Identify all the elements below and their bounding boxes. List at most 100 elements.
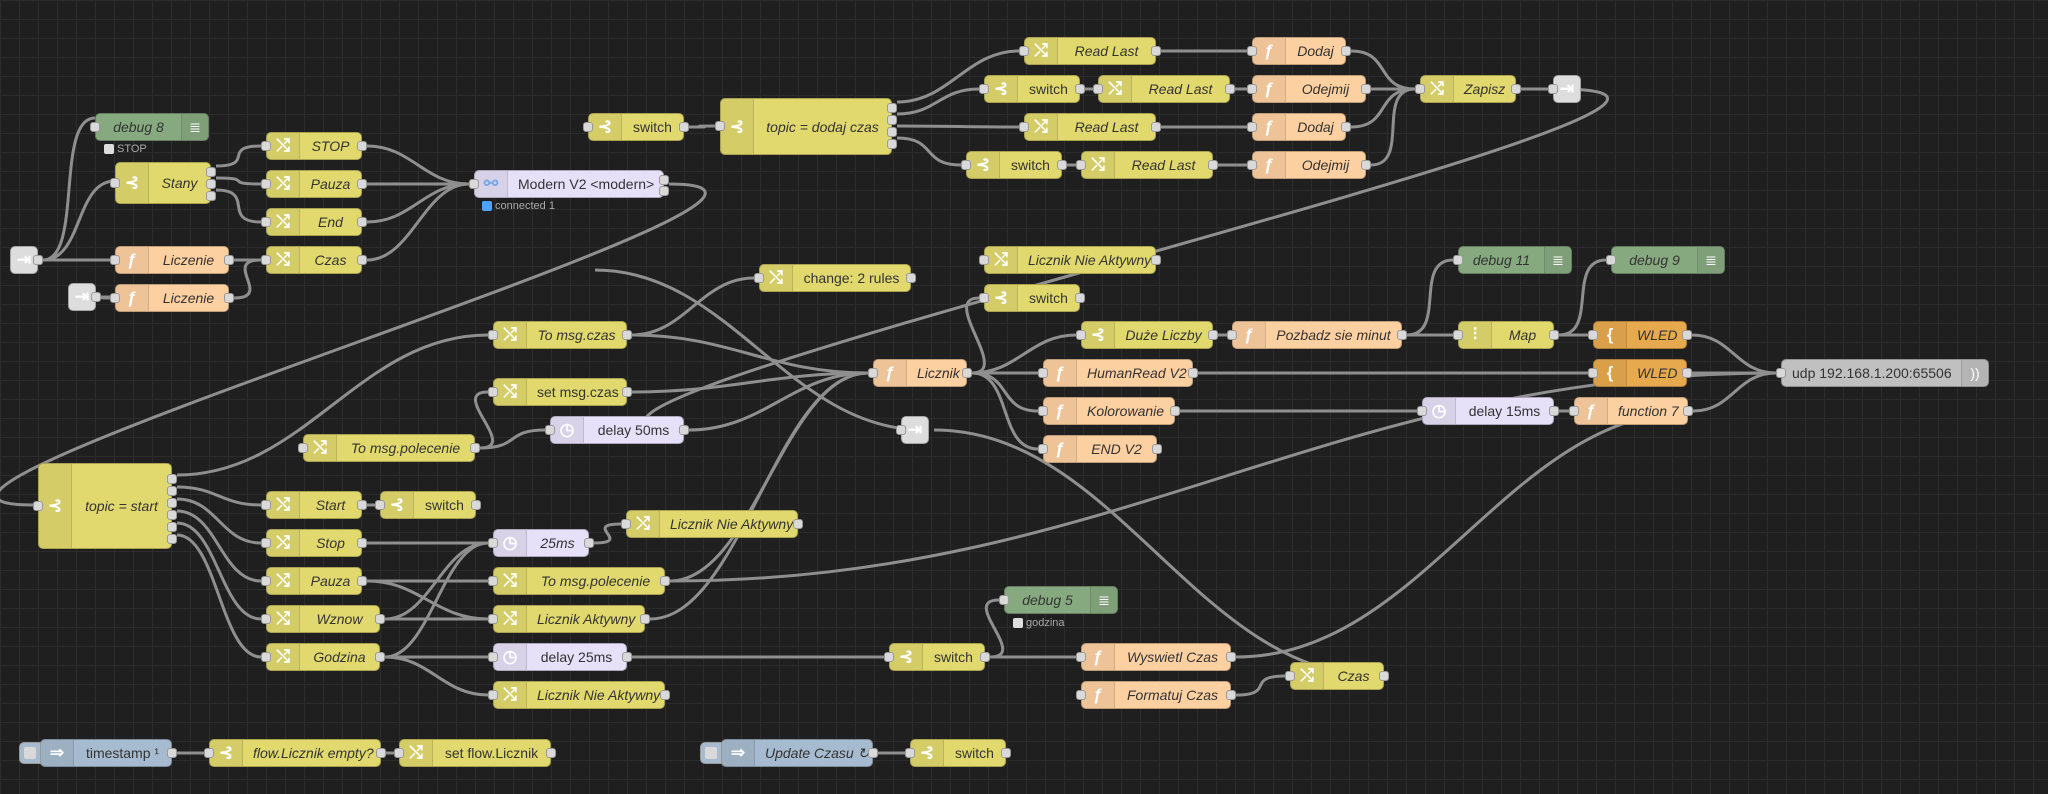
- change-node[interactable]: ⤭To msg.czas: [488, 321, 632, 349]
- wire[interactable]: [1691, 333, 1777, 375]
- split-node[interactable]: ⫶Map: [1453, 321, 1559, 349]
- switch-node[interactable]: ⊰switch: [979, 75, 1085, 103]
- wire[interactable]: [215, 144, 262, 168]
- wire[interactable]: [594, 268, 925, 432]
- switch-node[interactable]: ⊰topic = dodaj czas: [715, 98, 897, 155]
- wire[interactable]: [984, 598, 1005, 659]
- debug-list-icon[interactable]: ≣: [1090, 587, 1117, 613]
- wire[interactable]: [176, 497, 262, 545]
- change-node[interactable]: ⤭Read Last: [1019, 113, 1161, 141]
- template-node[interactable]: {WLED: [1588, 321, 1692, 349]
- switch-node[interactable]: ⊰switch: [583, 113, 689, 141]
- switch-node[interactable]: ⊰switch: [961, 151, 1067, 179]
- change-node[interactable]: ⤭STOP: [261, 132, 367, 160]
- change-node[interactable]: ⤭End: [261, 208, 367, 236]
- delay-node[interactable]: ◷25ms: [488, 529, 594, 557]
- wire[interactable]: [669, 371, 1777, 583]
- wire[interactable]: [688, 371, 869, 432]
- wire[interactable]: [1558, 258, 1607, 337]
- wire[interactable]: [631, 371, 869, 394]
- switch-node[interactable]: ⊰flow.Licznik empty?: [204, 739, 386, 767]
- inject-node[interactable]: ⇒Update Czasu ↻: [700, 739, 878, 767]
- change-node[interactable]: ⤭Licznik Aktywny: [488, 605, 650, 633]
- change-node[interactable]: ⤭set msg.czas: [488, 378, 632, 406]
- wire[interactable]: [42, 179, 116, 262]
- link-out-node[interactable]: ⇥: [896, 416, 929, 444]
- template-node[interactable]: {WLED: [1588, 359, 1692, 387]
- wire[interactable]: [593, 522, 622, 545]
- delay-node[interactable]: ◷delay 50ms: [545, 416, 689, 444]
- debug-node[interactable]: debug 5≣: [999, 586, 1118, 614]
- mqtt-out-node[interactable]: ⚯Modern V2 <modern>: [469, 170, 669, 198]
- wire[interactable]: [176, 333, 489, 477]
- change-node[interactable]: ⤭Zapisz: [1415, 75, 1521, 103]
- wire[interactable]: [1692, 371, 1777, 413]
- inject-node[interactable]: ⇒timestamp ¹: [19, 739, 177, 767]
- change-node[interactable]: ⤭change: 2 rules: [754, 264, 916, 292]
- debug-list-icon[interactable]: ≣: [181, 114, 208, 140]
- change-node[interactable]: ⤭To msg.polecenie: [488, 567, 670, 595]
- switch-node[interactable]: ⊰switch: [884, 643, 990, 671]
- wire[interactable]: [176, 533, 262, 659]
- wire[interactable]: [176, 521, 262, 621]
- change-node[interactable]: ⤭Licznik Nie Aktywny: [979, 246, 1161, 274]
- wire[interactable]: [1406, 258, 1454, 337]
- wire[interactable]: [896, 136, 962, 167]
- wire[interactable]: [965, 296, 986, 375]
- change-node[interactable]: ⤭Czas: [1285, 662, 1389, 690]
- link-in-node[interactable]: ⇥: [10, 246, 43, 274]
- change-node[interactable]: ⤭Czas: [261, 246, 367, 274]
- delay-node[interactable]: ◷delay 15ms: [1417, 397, 1559, 425]
- change-node[interactable]: ⤭Licznik Nie Aktywny: [488, 681, 670, 709]
- switch-node[interactable]: ⊰Duże Liczby: [1076, 321, 1218, 349]
- change-node[interactable]: ⤭Read Last: [1093, 75, 1235, 103]
- wire[interactable]: [649, 371, 869, 621]
- wire[interactable]: [215, 188, 262, 224]
- wire[interactable]: [176, 509, 262, 583]
- link-in-node-2[interactable]: ⇥: [68, 283, 101, 311]
- wire[interactable]: [42, 116, 96, 262]
- switch-node[interactable]: ⊰switch: [905, 739, 1011, 767]
- delay-node[interactable]: ◷delay 25ms: [488, 643, 632, 671]
- change-node[interactable]: ⤭Read Last: [1076, 151, 1218, 179]
- debug-list-icon[interactable]: ≣: [1544, 247, 1571, 273]
- switch-node[interactable]: ⊰Stany: [110, 162, 216, 204]
- debug-node[interactable]: debug 8≣: [90, 113, 209, 141]
- change-node[interactable]: ⤭set flow.Licznik: [394, 739, 556, 767]
- wire[interactable]: [384, 655, 489, 697]
- switch-node[interactable]: ⊰switch: [375, 491, 481, 519]
- wire[interactable]: [366, 144, 470, 186]
- wire[interactable]: [366, 579, 489, 621]
- change-node[interactable]: ⤭Wznow: [261, 605, 385, 633]
- udp-out-node[interactable]: udp 192.168.1.200:65506)): [1776, 359, 1989, 387]
- wire[interactable]: [896, 124, 1020, 129]
- change-node[interactable]: ⤭Licznik Nie Aktywny: [621, 510, 803, 538]
- switch-node[interactable]: ⊰switch: [979, 284, 1085, 312]
- wire[interactable]: [631, 276, 755, 337]
- switch-node[interactable]: ⊰topic = start: [33, 463, 177, 549]
- wire[interactable]: [233, 258, 262, 300]
- wire[interactable]: [631, 333, 869, 375]
- change-node[interactable]: ⤭Read Last: [1019, 37, 1161, 65]
- wire[interactable]: [479, 428, 546, 450]
- wire[interactable]: [688, 124, 716, 129]
- change-node[interactable]: ⤭Start: [261, 491, 367, 519]
- wire[interactable]: [896, 49, 1020, 104]
- change-node[interactable]: ⤭Godzina: [261, 643, 385, 671]
- change-node[interactable]: ⤭To msg.polecenie: [298, 434, 480, 462]
- wire[interactable]: [366, 182, 470, 262]
- wire[interactable]: [366, 182, 470, 224]
